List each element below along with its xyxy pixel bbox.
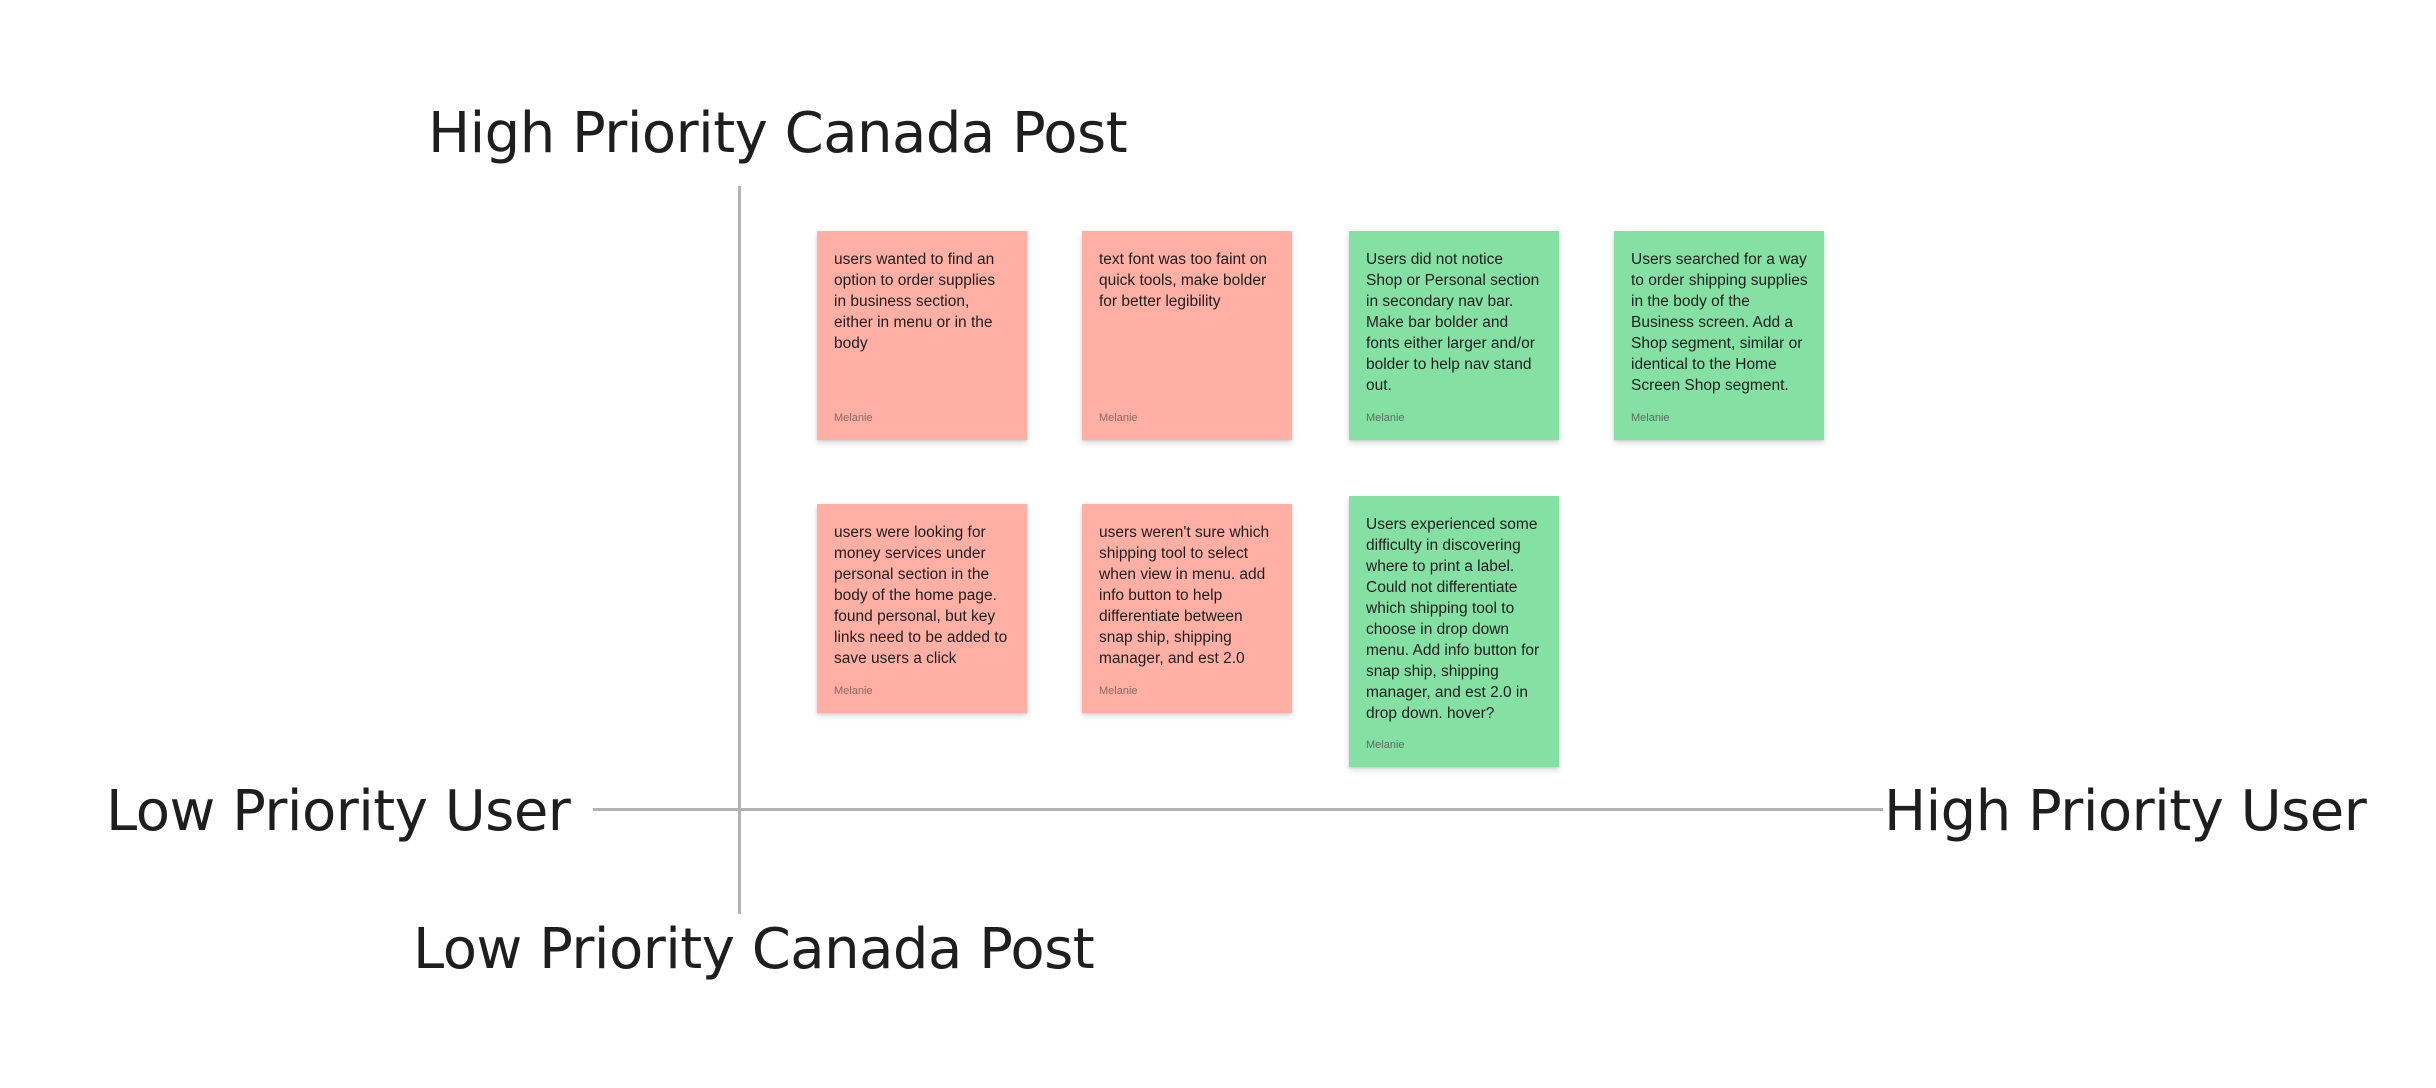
sticky-note[interactable]: users were looking for money services un… — [817, 504, 1027, 713]
sticky-note-author: Melanie — [1366, 739, 1405, 751]
horizontal-axis-line — [593, 808, 1883, 811]
sticky-note-text: text font was too faint on quick tools, … — [1099, 251, 1268, 310]
sticky-note[interactable]: users weren't sure which shipping tool t… — [1082, 504, 1292, 713]
vertical-axis-line — [738, 186, 741, 914]
sticky-note-author: Melanie — [1631, 412, 1670, 424]
sticky-note-text: Users searched for a way to order shippi… — [1631, 251, 1808, 394]
sticky-note[interactable]: Users searched for a way to order shippi… — [1614, 231, 1824, 440]
sticky-note-text: users were looking for money services un… — [834, 524, 1008, 667]
left-axis-label: Low Priority User — [106, 779, 571, 844]
sticky-note-author: Melanie — [834, 685, 873, 697]
bottom-axis-label: Low Priority Canada Post — [413, 917, 1095, 982]
sticky-note[interactable]: Users did not notice Shop or Personal se… — [1349, 231, 1559, 440]
sticky-note[interactable]: text font was too faint on quick tools, … — [1082, 231, 1292, 440]
sticky-note-text: Users experienced some difficulty in dis… — [1366, 516, 1540, 722]
sticky-note-author: Melanie — [1366, 412, 1405, 424]
sticky-note-text: users weren't sure which shipping tool t… — [1099, 524, 1270, 667]
sticky-note[interactable]: users wanted to find an option to order … — [817, 231, 1027, 440]
top-axis-label: High Priority Canada Post — [428, 101, 1128, 166]
right-axis-label: High Priority User — [1884, 779, 2367, 844]
sticky-note-text: users wanted to find an option to order … — [834, 251, 996, 352]
sticky-note-author: Melanie — [1099, 412, 1138, 424]
sticky-note-author: Melanie — [834, 412, 873, 424]
sticky-note[interactable]: Users experienced some difficulty in dis… — [1349, 496, 1559, 767]
sticky-note-text: Users did not notice Shop or Personal se… — [1366, 251, 1540, 394]
sticky-note-author: Melanie — [1099, 685, 1138, 697]
